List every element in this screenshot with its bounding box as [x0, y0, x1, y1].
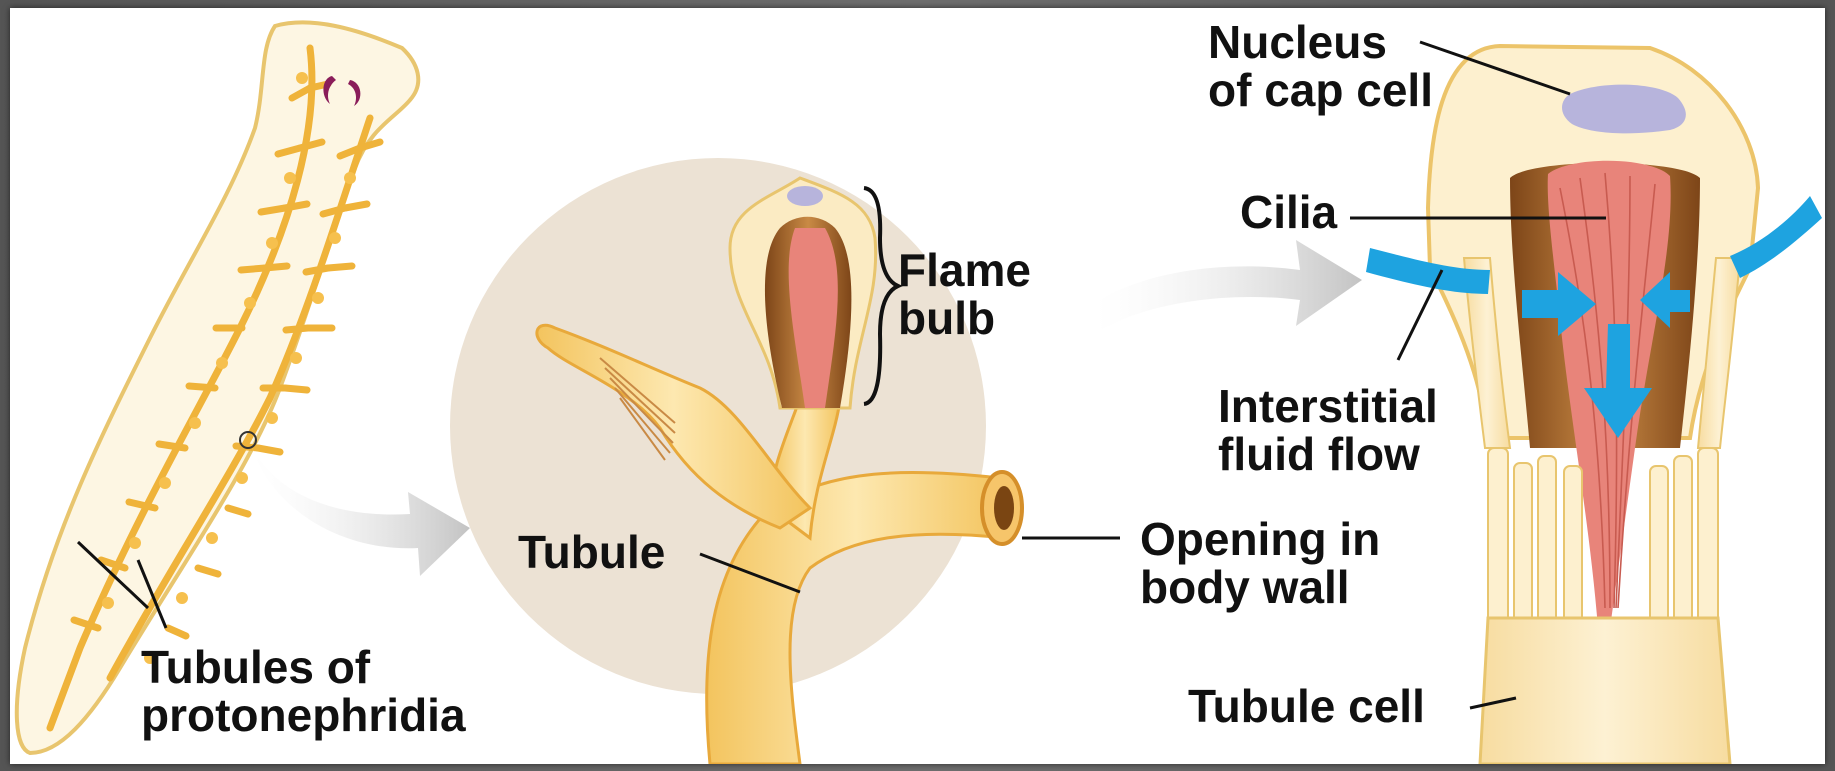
label-opening-in: Opening in	[1140, 515, 1380, 563]
label-flame-bulb: Flame bulb	[898, 246, 1031, 342]
label-interstitial: Interstitial	[1218, 382, 1438, 430]
label-tubule-cell: Tubule cell	[1188, 682, 1425, 730]
magnify-arrow-1	[252, 448, 470, 576]
nucleus-cap-cell	[1562, 85, 1686, 134]
label-tubule: Tubule	[518, 528, 665, 576]
label-interstitial-fluid-flow: Interstitial fluid flow	[1218, 382, 1438, 478]
label-nucleus-of-cap-cell: Nucleus of cap cell	[1208, 18, 1433, 114]
label-tubules-of: Tubules of	[141, 643, 466, 691]
tubule-cell-base	[1480, 618, 1730, 764]
figure-panel: Tubules of protonephridia Flame bulb Tub…	[10, 8, 1825, 764]
label-fluid-flow: fluid flow	[1218, 430, 1438, 478]
label-protonephridia: protonephridia	[141, 691, 466, 739]
label-tubules-of-protonephridia: Tubules of protonephridia	[141, 643, 466, 739]
label-bulb: bulb	[898, 294, 1031, 342]
magnify-arrow-2	[1094, 240, 1362, 330]
label-opening-in-body-wall: Opening in body wall	[1140, 515, 1380, 611]
label-body-wall: body wall	[1140, 563, 1380, 611]
label-of-cap-cell: of cap cell	[1208, 66, 1433, 114]
opening-hole	[994, 486, 1014, 530]
label-nucleus: Nucleus	[1208, 18, 1433, 66]
label-cilia: Cilia	[1240, 188, 1337, 236]
label-flame: Flame	[898, 246, 1031, 294]
small-nucleus	[787, 186, 823, 206]
